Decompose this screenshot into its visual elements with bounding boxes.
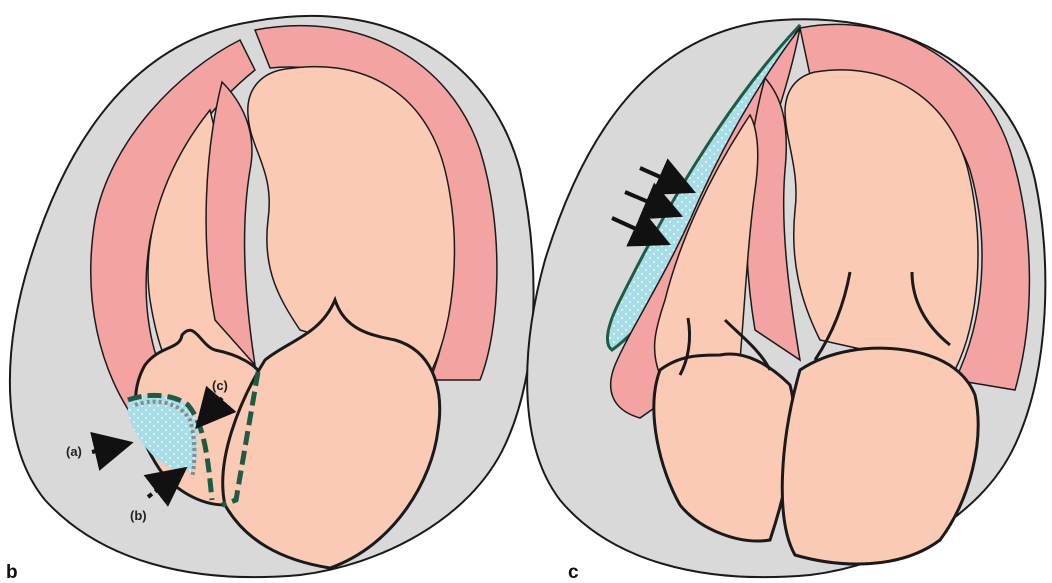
panel-letter-b: b (6, 562, 18, 583)
callout-a: (a) (66, 444, 82, 459)
panel-b: (a) (b) (c) b (6, 16, 534, 583)
panel-letter-c: c (568, 562, 579, 583)
callout-b: (b) (130, 508, 147, 523)
lower-right-chamber (782, 348, 978, 564)
callout-c: (c) (212, 378, 228, 393)
panel-c: c (527, 19, 1045, 583)
